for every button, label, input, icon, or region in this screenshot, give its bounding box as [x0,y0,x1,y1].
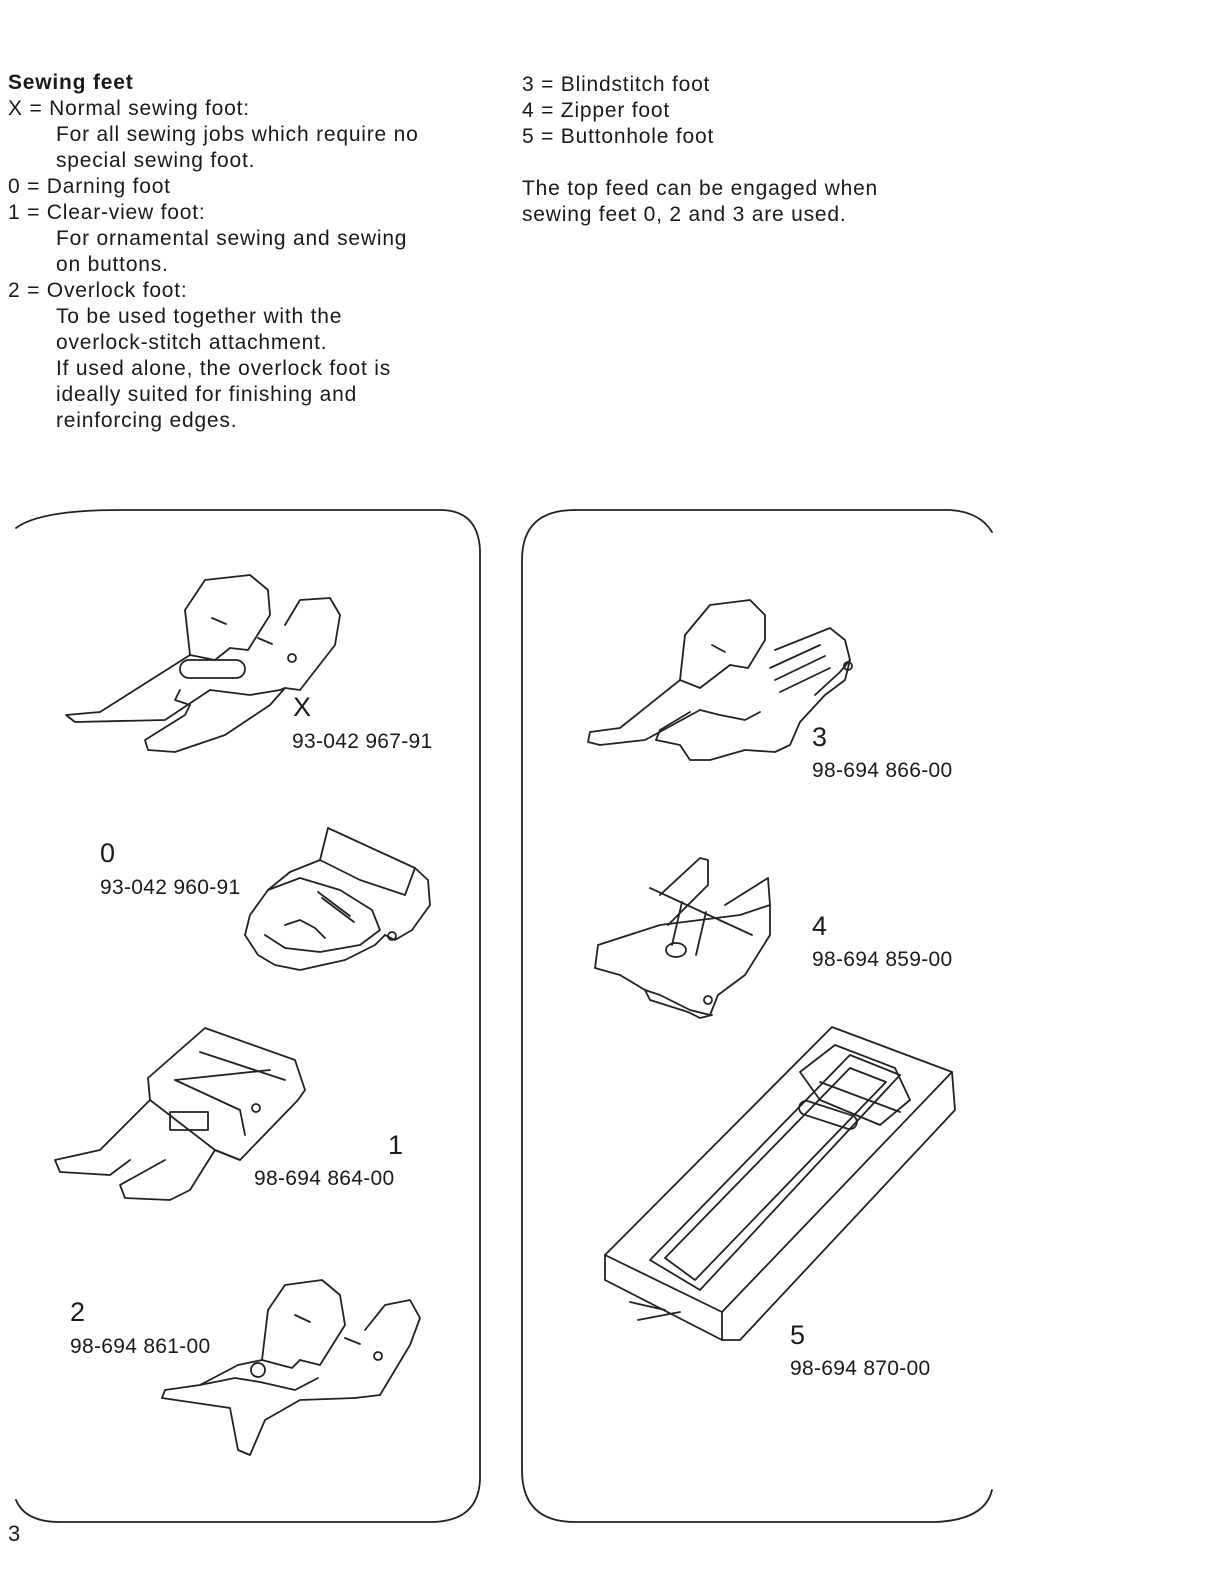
item-2-label: 2 = Overlock foot: [8,279,188,302]
foot-2-part-number: 98-694 861-00 [70,1335,211,1358]
item-2-description-cont: ideally suited for finishing and [56,383,358,406]
item-4-label: 4 = Zipper foot [522,99,670,122]
foot-0-part-number: 93-042 960-91 [100,876,241,899]
top-feed-note-cont: sewing feet 0, 2 and 3 are used. [522,203,847,226]
foot-3-number: 3 [812,722,828,752]
foot-1-drawing [54,1027,306,1201]
left-panel-frame [15,509,481,1523]
section-heading: Sewing feet [8,71,134,94]
item-2-description-cont: reinforcing edges. [56,409,238,432]
foot-4-drawing [594,857,771,1019]
foot-5-part-number: 98-694 870-00 [790,1357,931,1380]
foot-0-number: 0 [100,838,116,868]
top-feed-note: The top feed can be engaged when [522,177,879,200]
foot-x-part-number: 93-042 967-91 [292,730,433,753]
item-1-description: For ornamental sewing and sewing [56,227,408,250]
foot-1-number: 1 [388,1130,404,1160]
item-5-label: 5 = Buttonhole foot [522,125,715,148]
foot-2-drawing [161,1279,421,1456]
page-number: 3 [8,1521,21,1546]
foot-0-drawing [244,827,431,971]
item-2-description: To be used together with the [56,305,343,328]
item-0-label: 0 = Darning foot [8,175,171,198]
foot-3-part-number: 98-694 866-00 [812,759,953,782]
item-3-label: 3 = Blindstitch foot [522,73,711,96]
right-panel-frame [521,509,993,1523]
foot-x-drawing [65,574,341,753]
foot-5-drawing [604,1026,956,1341]
foot-1-part-number: 98-694 864-00 [254,1167,395,1190]
item-1-label: 1 = Clear-view foot: [8,201,206,224]
foot-4-part-number: 98-694 859-00 [812,948,953,971]
foot-5-number: 5 [790,1320,806,1350]
item-2-description-cont: overlock-stitch attachment. [56,331,328,354]
item-x-description-cont: special sewing foot. [56,149,256,172]
item-x-label: X = Normal sewing foot: [8,97,250,120]
foot-x-number: X [293,692,312,722]
foot-3-drawing [587,599,853,761]
item-x-description: For all sewing jobs which require no [56,123,419,146]
item-2-description-cont: If used alone, the overlock foot is [56,357,392,380]
item-1-description-cont: on buttons. [56,253,169,276]
foot-4-number: 4 [812,911,828,941]
foot-2-number: 2 [70,1297,86,1327]
